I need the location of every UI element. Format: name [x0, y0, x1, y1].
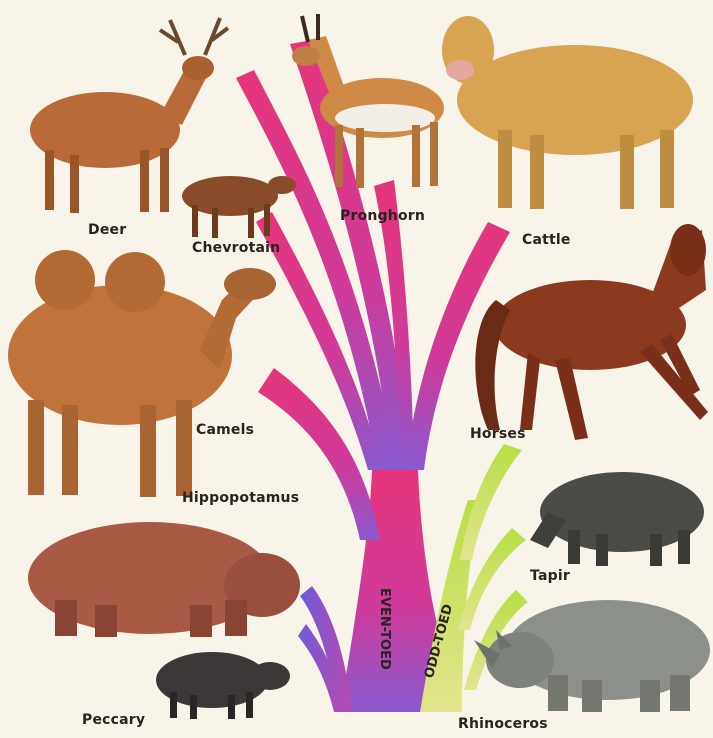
- label-even-toed: EVEN-TOED: [377, 588, 392, 670]
- label-chevrotain: Chevrotain: [192, 240, 280, 256]
- label-pronghorn: Pronghorn: [340, 208, 425, 224]
- label-hippopotamus: Hippopotamus: [182, 490, 299, 506]
- cattle-illustration: [442, 16, 693, 209]
- label-cattle: Cattle: [522, 232, 571, 248]
- label-camels: Camels: [196, 422, 254, 438]
- label-deer: Deer: [88, 222, 126, 238]
- horses-illustration: [475, 224, 708, 440]
- branch-camels: [258, 368, 380, 540]
- peccary-illustration: [156, 652, 290, 719]
- label-rhinoceros: Rhinoceros: [458, 716, 548, 732]
- label-horses: Horses: [470, 426, 526, 442]
- camels-illustration: [8, 250, 276, 497]
- label-peccary: Peccary: [82, 712, 145, 728]
- label-tapir: Tapir: [530, 568, 570, 584]
- hippopotamus-illustration: [28, 522, 300, 637]
- tapir-illustration: [530, 472, 704, 566]
